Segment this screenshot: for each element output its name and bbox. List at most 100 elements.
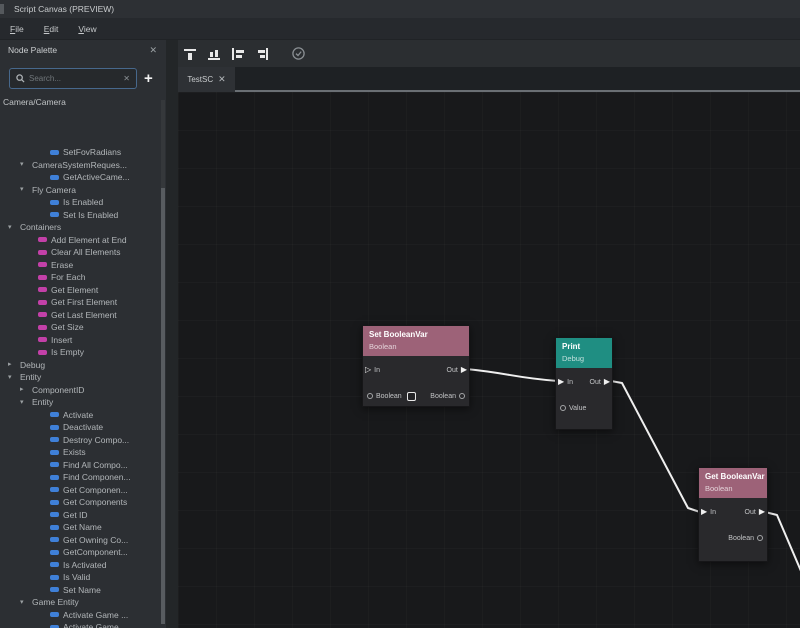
- data-pin[interactable]: [560, 405, 566, 411]
- tree-leaf-add-element-at-end[interactable]: Add Element at End: [0, 234, 160, 247]
- boolean-checkbox[interactable]: [406, 391, 416, 401]
- caret-down-icon[interactable]: ▾: [20, 185, 24, 194]
- tree-branch-containers[interactable]: ▾Containers: [0, 221, 160, 234]
- tree-leaf-find-componen[interactable]: Find Componen...: [0, 471, 160, 484]
- tree-branch-fly-camera[interactable]: ▾Fly Camera: [0, 184, 160, 197]
- tree-leaf-exists[interactable]: Exists: [0, 446, 160, 459]
- caret-right-icon[interactable]: ▸: [8, 360, 12, 369]
- tree-leaf-getcomponent[interactable]: GetComponent...: [0, 546, 160, 559]
- tree-leaf-erase[interactable]: Erase: [0, 259, 160, 272]
- tree-leaf-getactivecame[interactable]: GetActiveCame...: [0, 171, 160, 184]
- data-out: Boolean: [728, 535, 763, 542]
- align-left-button[interactable]: [230, 46, 246, 62]
- node-type-icon: [50, 174, 59, 180]
- tab-testsc[interactable]: TestSC ✕: [178, 67, 235, 92]
- caret-down-icon[interactable]: ▾: [20, 397, 24, 406]
- caret-down-icon[interactable]: ▾: [20, 160, 24, 169]
- tree-leaf-for-each[interactable]: For Each: [0, 271, 160, 284]
- tree-leaf-setfovradians[interactable]: SetFovRadians: [0, 146, 160, 159]
- tree-leaf-is-enabled[interactable]: Is Enabled: [0, 196, 160, 209]
- wire-3[interactable]: [764, 511, 800, 572]
- tree-leaf-destroy-compo[interactable]: Destroy Compo...: [0, 434, 160, 447]
- node-type-icon: [50, 149, 59, 155]
- tree-leaf-get-name[interactable]: Get Name: [0, 521, 160, 534]
- tree-leaf-get-componen[interactable]: Get Componen...: [0, 484, 160, 497]
- palette-scrollbar[interactable]: [161, 100, 165, 624]
- exec-in-pin[interactable]: ▶: [701, 507, 708, 516]
- tree-branch-game-entity[interactable]: ▾Game Entity: [0, 596, 160, 609]
- tree-leaf-set-name[interactable]: Set Name: [0, 584, 160, 597]
- align-bottom-button[interactable]: [206, 46, 222, 62]
- panel-divider[interactable]: [166, 40, 178, 628]
- add-node-button[interactable]: +: [144, 70, 153, 87]
- data-pin[interactable]: [459, 393, 465, 399]
- tree-item-label: Set Is Enabled: [63, 209, 119, 220]
- exec-in-pin[interactable]: ▶: [558, 377, 565, 386]
- exec-in-pin[interactable]: ▷: [365, 365, 372, 374]
- align-top-button[interactable]: [182, 46, 198, 62]
- data-pin[interactable]: [757, 535, 763, 541]
- node-type-icon: [38, 237, 47, 243]
- window-icon: [0, 4, 4, 14]
- caret-down-icon[interactable]: ▾: [8, 222, 12, 231]
- validate-graph-button[interactable]: [290, 46, 306, 62]
- tree-leaf-deactivate[interactable]: Deactivate: [0, 421, 160, 434]
- tree-leaf-get-id[interactable]: Get ID: [0, 509, 160, 522]
- caret-right-icon[interactable]: ▸: [20, 385, 24, 394]
- exec-out-pin[interactable]: ▶: [758, 507, 765, 516]
- tree-branch-camerasystemreques[interactable]: ▾CameraSystemReques...: [0, 159, 160, 172]
- tree-leaf-find-all-compo[interactable]: Find All Compo...: [0, 459, 160, 472]
- tree-leaf-activate[interactable]: Activate: [0, 409, 160, 422]
- tree-leaf-get-first-element[interactable]: Get First Element: [0, 296, 160, 309]
- search-input[interactable]: Search... ✕: [9, 68, 137, 89]
- wire-2[interactable]: [610, 380, 701, 513]
- caret-down-icon[interactable]: ▾: [8, 372, 12, 381]
- exec-out-pin[interactable]: ▶: [460, 365, 467, 374]
- tree-leaf-get-element[interactable]: Get Element: [0, 284, 160, 297]
- tree-branch-entity[interactable]: ▾Entity: [0, 396, 160, 409]
- menu-view[interactable]: View: [78, 23, 97, 34]
- palette-close-icon[interactable]: ✕: [149, 44, 157, 55]
- tree-branch-debug[interactable]: ▸Debug: [0, 359, 160, 372]
- tree-leaf-is-activated[interactable]: Is Activated: [0, 559, 160, 572]
- tree-leaf-get-components[interactable]: Get Components: [0, 496, 160, 509]
- caret-down-icon[interactable]: ▾: [20, 597, 24, 606]
- node-type-icon: [38, 299, 47, 305]
- tree-item-label: GetComponent...: [63, 547, 128, 558]
- tree-leaf-get-owning-co[interactable]: Get Owning Co...: [0, 534, 160, 547]
- tree-branch-componentid[interactable]: ▸ComponentID: [0, 384, 160, 397]
- search-clear-icon[interactable]: ✕: [123, 74, 130, 83]
- tree-leaf-insert[interactable]: Insert: [0, 334, 160, 347]
- palette-scrollbar-thumb[interactable]: [161, 188, 165, 624]
- exec-out: Out▶: [590, 377, 610, 386]
- node-type-icon: [50, 487, 59, 493]
- tree-leaf-is-empty[interactable]: Is Empty: [0, 346, 160, 359]
- tree-leaf-set-is-enabled[interactable]: Set Is Enabled: [0, 209, 160, 222]
- align-right-button[interactable]: [254, 46, 270, 62]
- node-title: Get BooleanVar: [705, 472, 765, 481]
- menu-edit[interactable]: Edit: [43, 23, 59, 34]
- tree-leaf-is-valid[interactable]: Is Valid: [0, 571, 160, 584]
- palette-category-label[interactable]: Camera/Camera: [3, 97, 66, 107]
- tree-leaf-clear-all-elements[interactable]: Clear All Elements: [0, 246, 160, 259]
- tree-leaf-activate-game[interactable]: Activate Game ...: [0, 621, 160, 628]
- wire-1[interactable]: [465, 368, 559, 382]
- tree-leaf-get-size[interactable]: Get Size: [0, 321, 160, 334]
- tab-close-icon[interactable]: ✕: [218, 74, 226, 84]
- exec-out-pin[interactable]: ▶: [603, 377, 610, 386]
- tree-leaf-get-last-element[interactable]: Get Last Element: [0, 309, 160, 322]
- tree-item-label: Activate Game ...: [63, 622, 129, 628]
- tree-branch-entity[interactable]: ▾Entity: [0, 371, 160, 384]
- data-pin[interactable]: [367, 393, 373, 399]
- tree-leaf-activate-game[interactable]: Activate Game ...: [0, 609, 160, 622]
- menu-file[interactable]: File: [10, 23, 24, 34]
